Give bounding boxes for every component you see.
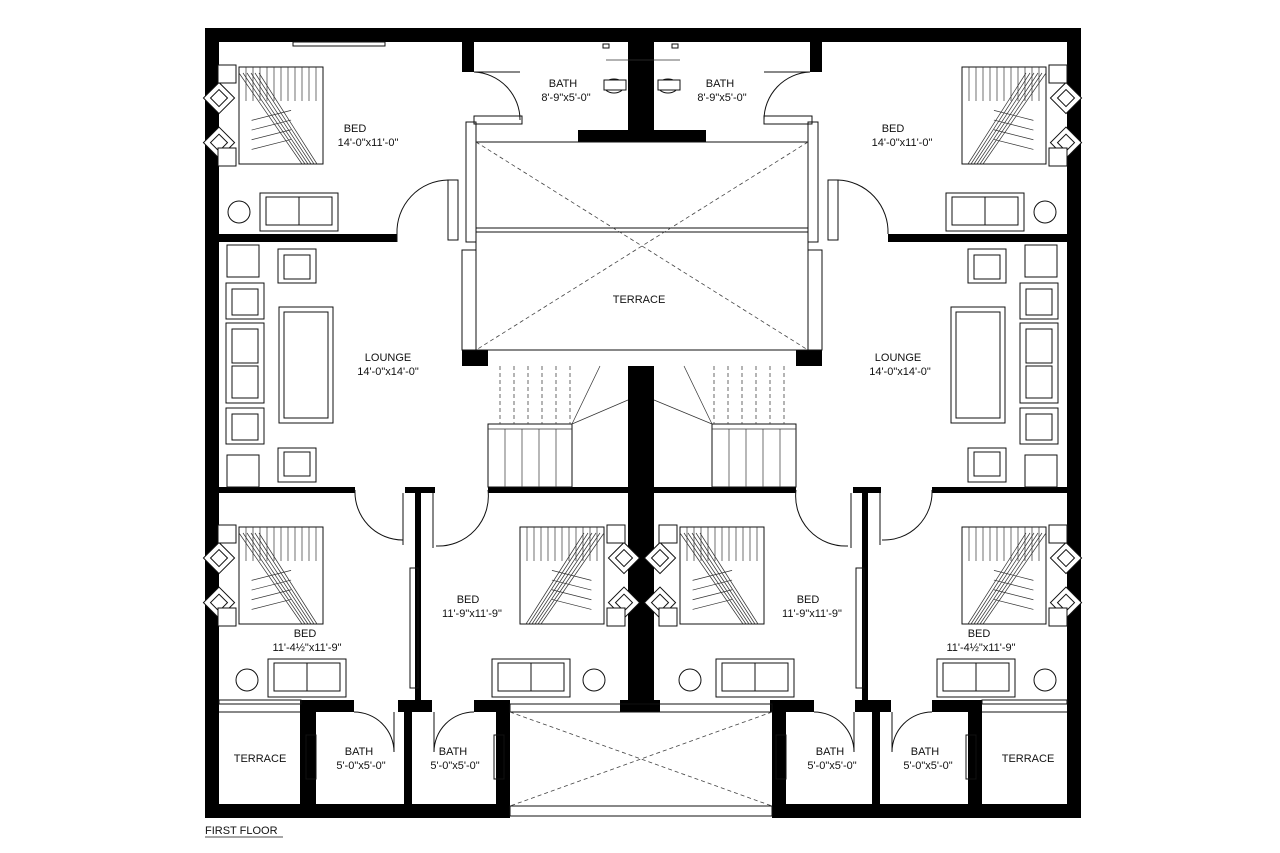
bed-lower-inner-left-size: 11'-9"x11'-9" (442, 608, 502, 620)
sofa-lower-far-left (235, 658, 347, 698)
terrace-center-area (461, 141, 823, 351)
terrace-bottom-left-name: TERRACE (234, 753, 287, 765)
bath-b2-name: BATH (439, 746, 468, 758)
beds-group (202, 64, 1083, 627)
bed-lower-far-left-size: 11'-4½"x11'-9" (272, 642, 341, 654)
bath-b3-name: BATH (816, 746, 845, 758)
bed-lower-far-right (961, 524, 1083, 627)
terrace-bottom-right-name: TERRACE (1002, 753, 1055, 765)
bed-lower-inner-left-name: BED (457, 594, 480, 606)
sofa-lower-inner-right (678, 658, 795, 698)
bed-top-right-name: BED (882, 123, 905, 135)
bed-lower-far-left-name: BED (294, 628, 317, 640)
sofa-top-right (945, 192, 1057, 232)
staircase-right (653, 365, 797, 488)
interior-walls (219, 42, 1067, 818)
wc-fixtures-top (602, 43, 681, 94)
bed-lower-far-left (202, 524, 324, 627)
lounge-right-name: LOUNGE (875, 352, 921, 364)
bed-top-right-size: 14'-0"x11'-0" (872, 137, 933, 149)
door-swings (353, 71, 933, 753)
lounge-left-name: LOUNGE (365, 352, 411, 364)
bed-lower-inner-right-size: 11'-9"x11'-9" (782, 608, 842, 620)
sofa-top-left (227, 192, 339, 232)
lounge-furniture-right (950, 244, 1059, 488)
sofa-lower-inner-left (491, 658, 606, 698)
staircase-left (487, 365, 629, 488)
bath-b4-size: 5'-0"x5'-0" (903, 760, 952, 772)
terrace-lower-center (509, 711, 773, 807)
bath-b1-size: 5'-0"x5'-0" (336, 760, 385, 772)
bath-top-right-size: 8'-9"x5'-0" (697, 92, 746, 104)
bed-top-left-name: BED (344, 123, 367, 135)
terrace-center-name: TERRACE (613, 294, 666, 306)
room-labels: BATH 8'-9"x5'-0" BATH 8'-9"x5'-0" BED 14… (234, 78, 1055, 772)
bed-lower-far-right-size: 11'-4½"x11'-9" (946, 642, 1015, 654)
bath-top-right-name: BATH (706, 78, 735, 90)
bath-b4-name: BATH (911, 746, 940, 758)
drawing-caption: FIRST FLOOR (205, 825, 278, 837)
sofa-lower-far-right (936, 658, 1057, 698)
bed-lower-far-right-name: BED (968, 628, 991, 640)
bath-b3-size: 5'-0"x5'-0" (807, 760, 856, 772)
bed-lower-inner-right-name: BED (797, 594, 820, 606)
bed-top-left (202, 64, 324, 167)
bath-b1-name: BATH (345, 746, 374, 758)
bath-b2-size: 5'-0"x5'-0" (430, 760, 479, 772)
thin-lines (218, 41, 1068, 817)
lounge-furniture-left (225, 244, 334, 488)
outer-walls (205, 28, 1081, 818)
bath-top-left-name: BATH (549, 78, 578, 90)
lounge-left-size: 14'-0"x14'-0" (357, 366, 419, 378)
lounge-right-size: 14'-0"x14'-0" (869, 366, 931, 378)
bed-lower-inner-left (519, 524, 641, 627)
bed-lower-inner-right (643, 524, 765, 627)
bath-top-left-size: 8'-9"x5'-0" (541, 92, 590, 104)
bed-top-right (961, 64, 1083, 167)
bed-top-left-size: 14'-0"x11'-0" (338, 137, 399, 149)
sofas-group (227, 192, 1057, 698)
